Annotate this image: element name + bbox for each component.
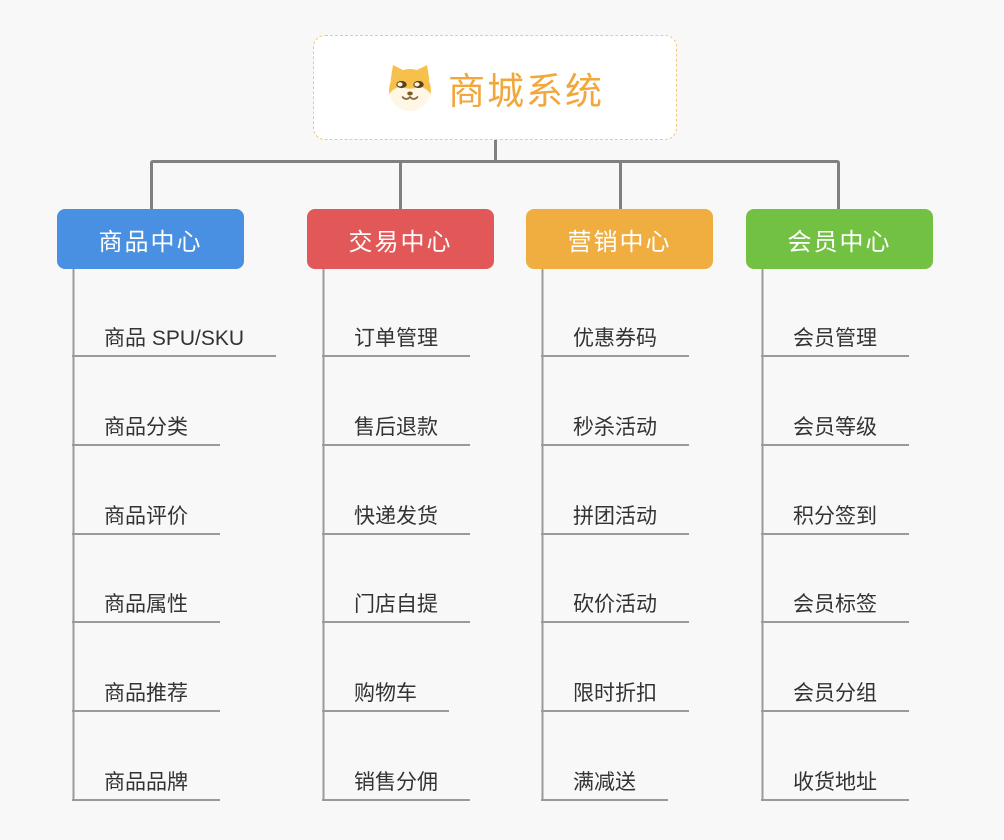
tree-item[interactable]: 销售分佣 — [322, 766, 470, 801]
root-node[interactable]: 商城系统 — [313, 35, 677, 140]
tree-item[interactable]: 门店自提 — [322, 588, 470, 623]
branch-label: 交易中心 — [348, 228, 453, 256]
branch-node-trade-center[interactable]: 交易中心 — [307, 209, 494, 269]
tree-item[interactable]: 会员等级 — [761, 411, 909, 446]
tree-item[interactable]: 售后退款 — [322, 411, 470, 446]
tree-item[interactable]: 购物车 — [322, 677, 449, 712]
tree-item[interactable]: 会员管理 — [761, 322, 909, 357]
tree-item[interactable]: 商品评价 — [72, 500, 220, 535]
tree-item[interactable]: 满减送 — [541, 766, 668, 801]
tree-item[interactable]: 拼团活动 — [541, 500, 689, 535]
branch-label: 会员中心 — [787, 228, 892, 256]
tree-item[interactable]: 订单管理 — [322, 322, 470, 357]
shiba-dog-icon — [389, 64, 431, 111]
tree-item[interactable]: 会员标签 — [761, 588, 909, 623]
branch-node-marketing-center[interactable]: 营销中心 — [526, 209, 713, 269]
tree-item[interactable]: 限时折扣 — [541, 677, 689, 712]
tree-item[interactable]: 优惠券码 — [541, 322, 689, 357]
branch-node-product-center[interactable]: 商品中心 — [57, 209, 244, 269]
tree-item[interactable]: 商品推荐 — [72, 677, 220, 712]
tree-item[interactable]: 砍价活动 — [541, 588, 689, 623]
root-title: 商城系统 — [448, 70, 604, 112]
tree-item[interactable]: 会员分组 — [761, 677, 909, 712]
tree-item[interactable]: 收货地址 — [761, 766, 909, 801]
branch-label: 商品中心 — [98, 228, 203, 256]
tree-item[interactable]: 商品属性 — [72, 588, 220, 623]
tree-item[interactable]: 秒杀活动 — [541, 411, 689, 446]
tree-item[interactable]: 快递发货 — [322, 500, 470, 535]
branch-label: 营销中心 — [567, 228, 672, 256]
branch-node-member-center[interactable]: 会员中心 — [746, 209, 933, 269]
tree-item[interactable]: 商品 SPU/SKU — [72, 322, 277, 357]
tree-item[interactable]: 商品品牌 — [72, 766, 220, 801]
tree-item[interactable]: 商品分类 — [72, 411, 220, 446]
tree-item[interactable]: 积分签到 — [761, 500, 909, 535]
